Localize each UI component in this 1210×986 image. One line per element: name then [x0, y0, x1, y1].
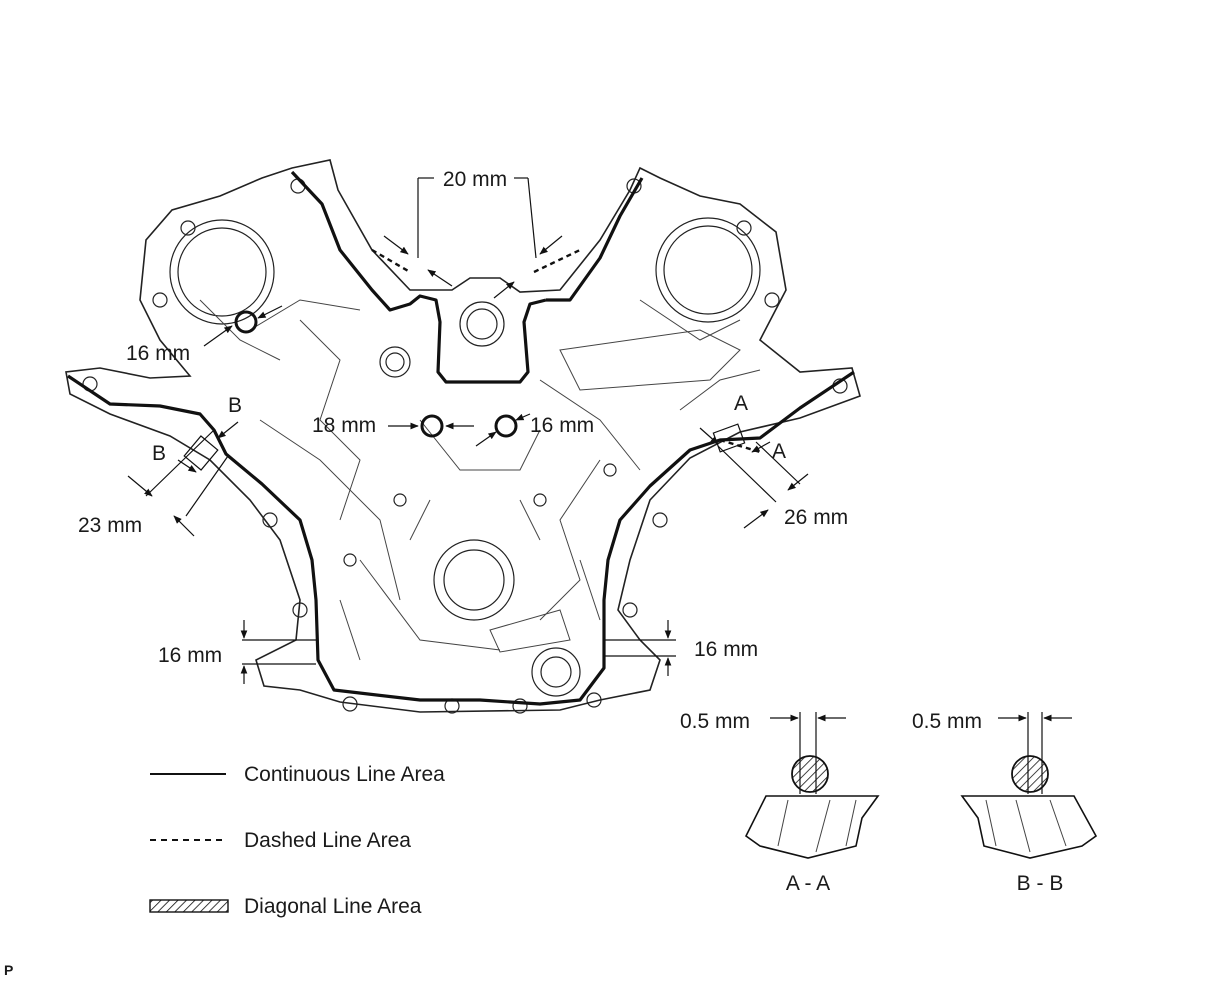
casting-details [199, 299, 761, 661]
dimension-bottom-left: 16 mm [158, 620, 316, 684]
corner-mark: P [4, 962, 14, 978]
dimension-bottom-right: 16 mm [604, 620, 758, 676]
legend-continuous-label: Continuous Line Area [244, 763, 445, 786]
legend-diagonal-label: Diagonal Line Area [244, 895, 422, 918]
left-cam-bore [169, 219, 275, 325]
dimension-bottom-left-label: 16 mm [158, 644, 222, 667]
o-ring-center-left [420, 414, 444, 438]
section-b-b-gap-label: 0.5 mm [912, 710, 982, 733]
water-pump-bore [379, 346, 411, 378]
o-ring-left [234, 310, 258, 334]
dimension-left-oring: 16 mm [126, 305, 283, 365]
seal-bead-dashed [371, 248, 761, 454]
legend-dashed: Dashed Line Area [150, 829, 411, 852]
timing-cover-outline [65, 159, 861, 713]
legend-continuous: Continuous Line Area [150, 763, 445, 786]
dimension-right-side-label: 26 mm [784, 506, 848, 529]
dimension-left-side: 23 mm [78, 421, 239, 537]
section-b-b: 0.5 mm B - B [912, 710, 1098, 895]
upper-center-bore [459, 301, 505, 347]
bolt-holes [82, 178, 848, 714]
dimension-right-side: 26 mm [699, 423, 848, 529]
section-marker-a-upper: A [734, 392, 748, 415]
dimension-bottom-right-label: 16 mm [694, 638, 758, 661]
right-cam-bore [655, 217, 761, 323]
section-a-a: 0.5 mm A - A [680, 710, 880, 895]
legend: Continuous Line Area Dashed Line Area Di… [149, 763, 445, 918]
section-marker-b-upper: B [228, 394, 242, 417]
legend-dashed-label: Dashed Line Area [244, 829, 411, 852]
dimension-top: 20 mm [383, 168, 563, 299]
dimension-center-left-oring: 18 mm [312, 414, 474, 437]
seal-bead-continuous [67, 170, 855, 706]
legend-diagonal: Diagonal Line Area [149, 895, 422, 918]
dimension-center-right-oring: 16 mm [475, 413, 594, 447]
dimension-left-side-label: 23 mm [78, 514, 142, 537]
o-ring-center-right [494, 414, 518, 438]
dimension-center-left-oring-label: 18 mm [312, 414, 376, 437]
section-a-a-gap-label: 0.5 mm [680, 710, 750, 733]
section-a-a-caption: A - A [786, 872, 830, 895]
section-b-b-caption: B - B [1017, 872, 1064, 895]
oil-pump-port [531, 647, 581, 697]
dimension-left-oring-label: 16 mm [126, 342, 190, 365]
dimension-top-label: 20 mm [443, 168, 507, 191]
section-marker-a-lower: A [772, 440, 786, 463]
dimension-center-right-oring-label: 16 mm [530, 414, 594, 437]
crankshaft-bore [433, 539, 515, 621]
section-marker-b-lower: B [152, 442, 166, 465]
